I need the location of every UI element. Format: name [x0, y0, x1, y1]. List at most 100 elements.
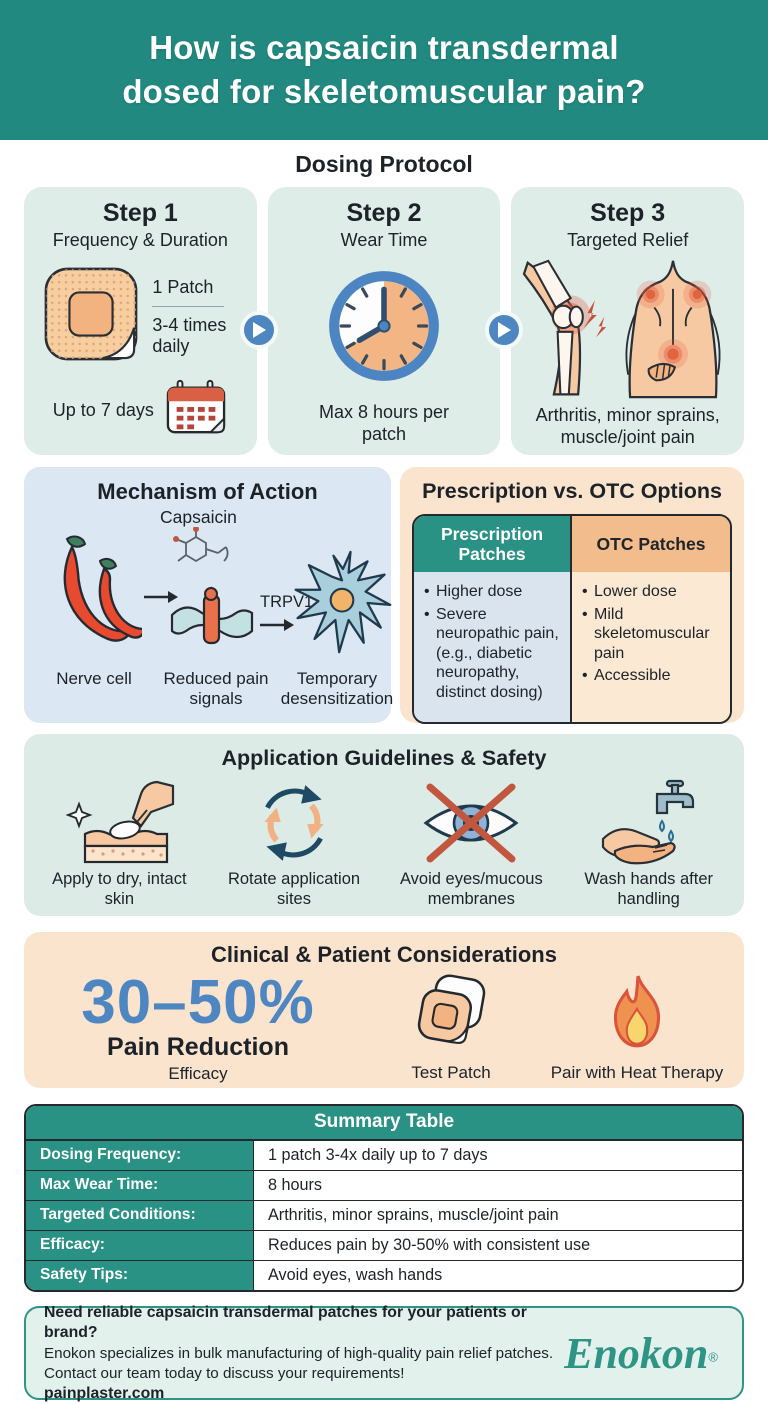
step1-card: Step 1 Frequency & Duration 1 Patch 3-4 …: [24, 187, 257, 455]
table-row: Dosing Frequency: 1 patch 3-4x daily up …: [26, 1141, 742, 1171]
otc-column-header: OTC Patches: [572, 516, 730, 573]
guidelines-title: Application Guidelines & Safety: [221, 746, 547, 770]
guideline-wash-hands: Wash hands after handling: [561, 777, 736, 909]
rx-item: Severe neuropathic pain, (e.g., diabetic…: [420, 605, 564, 703]
stat-value: 30–50%: [81, 968, 315, 1038]
row-label: Targeted Conditions:: [26, 1201, 254, 1230]
footer-line3: Contact our team today to discuss your r…: [44, 1364, 405, 1382]
stat-label: Pain Reduction: [107, 1033, 289, 1062]
footer-headline: Need reliable capsaicin transdermal patc…: [44, 1303, 527, 1342]
summary-table: Summary Table Dosing Frequency: 1 patch …: [24, 1104, 744, 1292]
body-pain-icon: [522, 259, 734, 399]
section-title-dosing-protocol: Dosing Protocol: [295, 151, 473, 177]
step-arrow-icon: [485, 311, 523, 349]
stat-sublabel: Efficacy: [168, 1063, 228, 1083]
clinical-caption: Pair with Heat Therapy: [550, 1063, 724, 1082]
page-title-line1: How is capsaicin transdermal: [149, 29, 619, 67]
step-arrow-icon: [240, 311, 278, 349]
summary-table-title: Summary Table: [26, 1106, 742, 1141]
step2-title: Step 2: [346, 199, 422, 227]
rx-otc-card: Prescription vs. OTC Options Prescriptio…: [400, 467, 744, 725]
guideline-caption: Apply to dry, intact skin: [52, 870, 187, 909]
dosing-steps-row: Step 1 Frequency & Duration 1 Patch 3-4 …: [24, 187, 745, 455]
rx-item: Higher dose: [420, 582, 564, 602]
row-value: Reduces pain by 30-50% with consistent u…: [254, 1231, 742, 1260]
wash-hands-icon: [597, 777, 701, 869]
step3-card: Step 3 Targeted Relief: [511, 187, 745, 455]
logo-text: Enokon: [564, 1329, 709, 1378]
neuron-icon: [290, 545, 394, 666]
table-row: Max Wear Time: 8 hours: [26, 1171, 742, 1201]
mechanism-label-desensitization: Temporary desensitization: [280, 669, 394, 709]
efficacy-stat: 30–50% Pain Reduction Efficacy: [38, 972, 358, 1084]
mechanism-title: Mechanism of Action: [97, 479, 318, 504]
test-patch-item: Test Patch: [358, 970, 544, 1084]
footer-line2: Enokon specializes in bulk manufacturing…: [44, 1345, 554, 1363]
table-row: Efficacy: Reduces pain by 30-50% with co…: [26, 1231, 742, 1261]
row-label: Max Wear Time:: [26, 1171, 254, 1200]
table-row: Targeted Conditions: Arthritis, minor sp…: [26, 1201, 742, 1231]
duration-label: Up to 7 days: [52, 400, 154, 420]
row-value: 8 hours: [254, 1171, 742, 1200]
no-eyes-icon: [416, 777, 526, 869]
calendar-icon: [164, 378, 228, 443]
guidelines-card: Application Guidelines & Safety Apply to…: [24, 734, 744, 916]
step2-caption: Max 8 hours per patch: [318, 402, 450, 444]
footer-url: painplaster.com: [44, 1384, 165, 1402]
test-patch-icon: [409, 970, 493, 1059]
patch-icon: [42, 265, 140, 368]
page-title-line2: dosed for skeletomuscular pain?: [122, 73, 646, 110]
step2-subtitle: Wear Time: [340, 230, 428, 250]
row-label: Safety Tips:: [26, 1261, 254, 1290]
trpv1-label: TRPV1: [260, 593, 314, 611]
step2-card: Step 2 Wear Time: [267, 187, 501, 455]
otc-item: Mild skeletomuscular pain: [578, 605, 724, 664]
guideline-apply: Apply to dry, intact skin: [32, 777, 207, 909]
guideline-caption: Avoid eyes/mucous membranes: [399, 870, 543, 909]
capsaicin-label: Capsaicin: [160, 507, 237, 527]
footer-cta: Need reliable capsaicin transdermal patc…: [24, 1303, 744, 1402]
chili-peppers-icon: [42, 531, 146, 658]
row-label: Dosing Frequency:: [26, 1141, 254, 1170]
mechanism-card: Mechanism of Action Capsaicin: [24, 467, 394, 723]
logo-registered-mark: ®: [708, 1349, 718, 1365]
clock-icon: [323, 265, 445, 392]
clinical-caption: Test Patch: [411, 1063, 491, 1082]
arrow-right-icon: [260, 617, 294, 638]
row-value: Avoid eyes, wash hands: [254, 1261, 742, 1290]
divider: [152, 305, 225, 307]
guideline-caption: Rotate application sites: [227, 870, 361, 909]
otc-item: Accessible: [578, 666, 724, 686]
clinical-title: Clinical & Patient Considerations: [211, 942, 557, 967]
patch-count-label: 1 Patch: [152, 276, 214, 297]
step1-subtitle: Frequency & Duration: [52, 230, 228, 250]
mechanism-label-nerve-cell: Nerve cell: [56, 669, 132, 688]
guideline-avoid-eyes: Avoid eyes/mucous membranes: [381, 777, 561, 909]
enokon-logo: Enokon®: [564, 1328, 724, 1379]
frequency-label: 3-4 times daily: [152, 314, 227, 356]
step3-subtitle: Targeted Relief: [567, 230, 689, 250]
molecule-icon: [168, 526, 234, 582]
rx-otc-title: Prescription vs. OTC Options: [422, 479, 722, 503]
step3-caption: Arthritis, minor sprains, muscle/joint p…: [535, 405, 720, 447]
guideline-caption: Wash hands after handling: [584, 870, 714, 909]
rx-column-header: Prescription Patches: [414, 516, 572, 573]
arrow-right-icon: [144, 589, 178, 610]
heat-therapy-item: Pair with Heat Therapy: [544, 972, 730, 1084]
step3-title: Step 3: [590, 199, 666, 227]
clinical-card: Clinical & Patient Considerations 30–50%…: [24, 932, 744, 1088]
flame-icon: [601, 972, 673, 1059]
step1-title: Step 1: [102, 199, 178, 227]
row-value: Arthritis, minor sprains, muscle/joint p…: [254, 1201, 742, 1230]
mechanism-label-reduced-pain: Reduced pain signals: [163, 669, 269, 709]
header-banner: How is capsaicin transdermal dosed for s…: [0, 0, 768, 140]
row-label: Efficacy:: [26, 1231, 254, 1260]
rotate-arrows-icon: [248, 777, 340, 869]
guideline-rotate: Rotate application sites: [207, 777, 382, 909]
row-value: 1 patch 3-4x daily up to 7 days: [254, 1141, 742, 1170]
table-row: Safety Tips: Avoid eyes, wash hands: [26, 1261, 742, 1290]
receptor-icon: [170, 583, 254, 654]
apply-skin-icon: [63, 777, 175, 869]
rx-otc-table: Prescription Patches OTC Patches Higher …: [412, 514, 732, 725]
otc-item: Lower dose: [578, 582, 724, 602]
